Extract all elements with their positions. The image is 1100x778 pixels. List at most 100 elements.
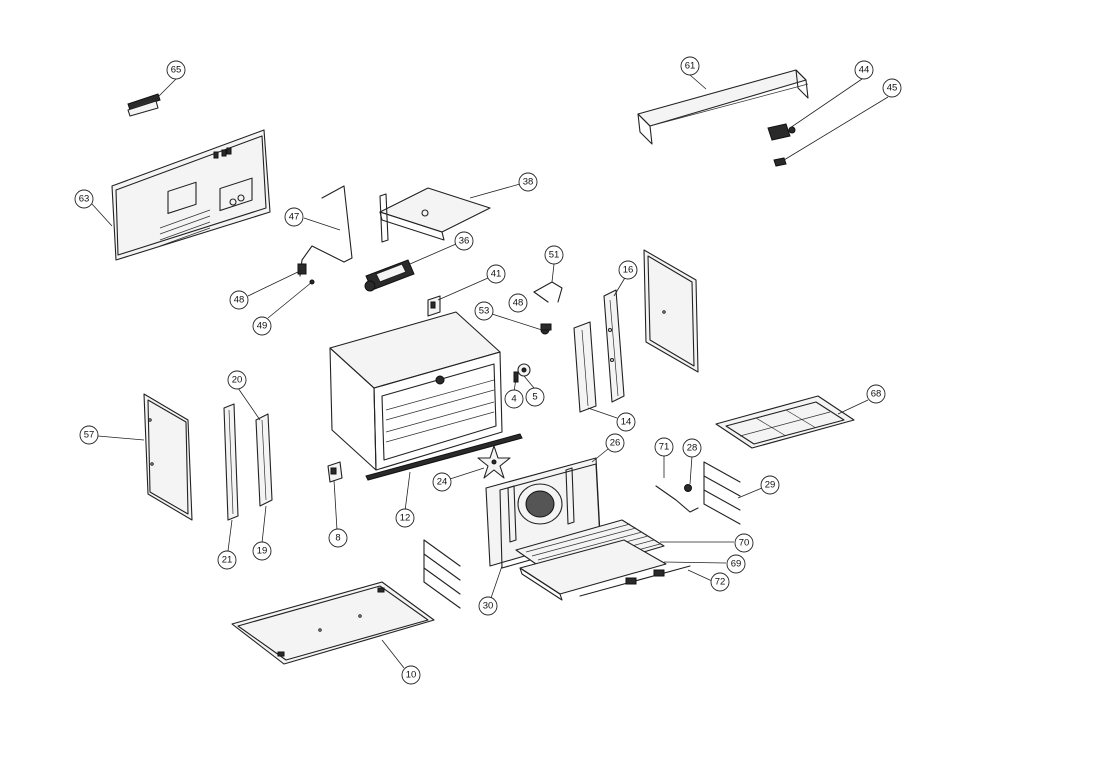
part-left-shelf-guides [423, 539, 461, 609]
part-19-20-rail [255, 413, 273, 507]
svg-text:20: 20 [232, 375, 243, 386]
callout-5: 5 [525, 387, 545, 407]
callout-44: 44 [854, 60, 874, 80]
svg-text:65: 65 [171, 65, 182, 76]
svg-text:63: 63 [79, 194, 90, 205]
svg-text:71: 71 [659, 442, 670, 453]
callout-53: 53 [474, 301, 494, 321]
part-21-rail [223, 403, 239, 521]
part-63-rear-panel [111, 129, 271, 261]
callout-26: 26 [605, 433, 625, 453]
svg-text:48: 48 [234, 295, 245, 306]
part-53-lamp [540, 323, 552, 335]
callout-71: 71 [654, 437, 674, 457]
svg-text:47: 47 [289, 212, 300, 223]
callout-14: 14 [616, 412, 636, 432]
part-41-bracket [427, 295, 441, 317]
part-14-rail [573, 321, 597, 413]
svg-text:61: 61 [685, 61, 696, 72]
callout-72: 72 [710, 572, 730, 592]
svg-text:68: 68 [871, 389, 882, 400]
callout-48: 48 [229, 290, 249, 310]
svg-text:72: 72 [715, 577, 726, 588]
callout-24: 24 [432, 472, 452, 492]
part-12-strip [365, 433, 523, 481]
svg-text:19: 19 [257, 546, 268, 557]
part-29-shelf-guides [703, 461, 741, 525]
callout-19: 19 [252, 541, 272, 561]
svg-text:49: 49 [257, 321, 268, 332]
callout-63: 63 [74, 189, 94, 209]
callout-29: 29 [760, 475, 780, 495]
part-8-clip [327, 461, 343, 483]
svg-text:4: 4 [511, 394, 516, 405]
part-36-motor [364, 259, 415, 292]
callout-68: 68 [866, 384, 886, 404]
part-72-rod [579, 565, 691, 597]
svg-text:10: 10 [406, 670, 417, 681]
part-24-fan [477, 445, 511, 479]
part-28-knob [684, 484, 692, 492]
callout-65: 65 [166, 60, 186, 80]
part-10-base-plate [231, 581, 435, 665]
svg-text:5: 5 [532, 392, 537, 403]
part-44-switch [767, 123, 796, 141]
part-right-side-panel [643, 249, 699, 373]
callout-57: 57 [79, 425, 99, 445]
svg-text:38: 38 [523, 177, 534, 188]
part-51-wire [533, 281, 563, 303]
part-47-tube [299, 185, 353, 277]
callout-41: 41 [486, 264, 506, 284]
svg-text:51: 51 [549, 250, 560, 261]
svg-text:36: 36 [459, 236, 470, 247]
svg-text:24: 24 [437, 477, 448, 488]
part-4-screw [513, 371, 519, 383]
part-5-lamp-holder [517, 363, 531, 377]
svg-text:44: 44 [859, 65, 870, 76]
leader-lines [91, 74, 889, 669]
svg-text:16: 16 [623, 265, 634, 276]
part-48-connector [297, 263, 307, 275]
part-16-side-rail [603, 289, 625, 403]
callout-51: 51 [544, 245, 564, 265]
part-57-left-panel [143, 393, 193, 521]
callout-47: 47 [284, 207, 304, 227]
callout-38: 38 [518, 172, 538, 192]
part-65-bracket [127, 93, 161, 117]
callout-10: 10 [401, 665, 421, 685]
part-38-top-plate [379, 187, 491, 243]
callout-70: 70 [734, 533, 754, 553]
callout-36: 36 [454, 231, 474, 251]
svg-text:57: 57 [84, 430, 95, 441]
part-45-clip [773, 157, 787, 167]
svg-text:69: 69 [731, 559, 742, 570]
callout-30: 30 [478, 596, 498, 616]
svg-text:29: 29 [765, 480, 776, 491]
part-71-wire [655, 485, 699, 513]
svg-text:30: 30 [483, 601, 494, 612]
callout-8: 8 [328, 528, 348, 548]
svg-text:41: 41 [491, 269, 502, 280]
part-61-top-trim [637, 69, 809, 145]
part-68-glass-panel [715, 395, 855, 449]
svg-text:8: 8 [335, 533, 340, 544]
svg-text:53: 53 [479, 306, 490, 317]
svg-text:70: 70 [739, 538, 750, 549]
svg-text:14: 14 [621, 417, 632, 428]
svg-text:45: 45 [887, 83, 898, 94]
callout-16: 16 [618, 260, 638, 280]
callout-48b: 48 [508, 293, 528, 313]
svg-text:28: 28 [687, 443, 698, 454]
callout-21: 21 [217, 550, 237, 570]
callout-61: 61 [680, 56, 700, 76]
svg-text:48: 48 [513, 298, 524, 309]
callout-45: 45 [882, 78, 902, 98]
part-oven-cavity [329, 311, 503, 471]
callout-28: 28 [682, 438, 702, 458]
svg-text:26: 26 [610, 438, 621, 449]
callout-12: 12 [395, 508, 415, 528]
svg-text:12: 12 [400, 513, 411, 524]
callout-4: 4 [504, 389, 524, 409]
callout-20: 20 [227, 370, 247, 390]
